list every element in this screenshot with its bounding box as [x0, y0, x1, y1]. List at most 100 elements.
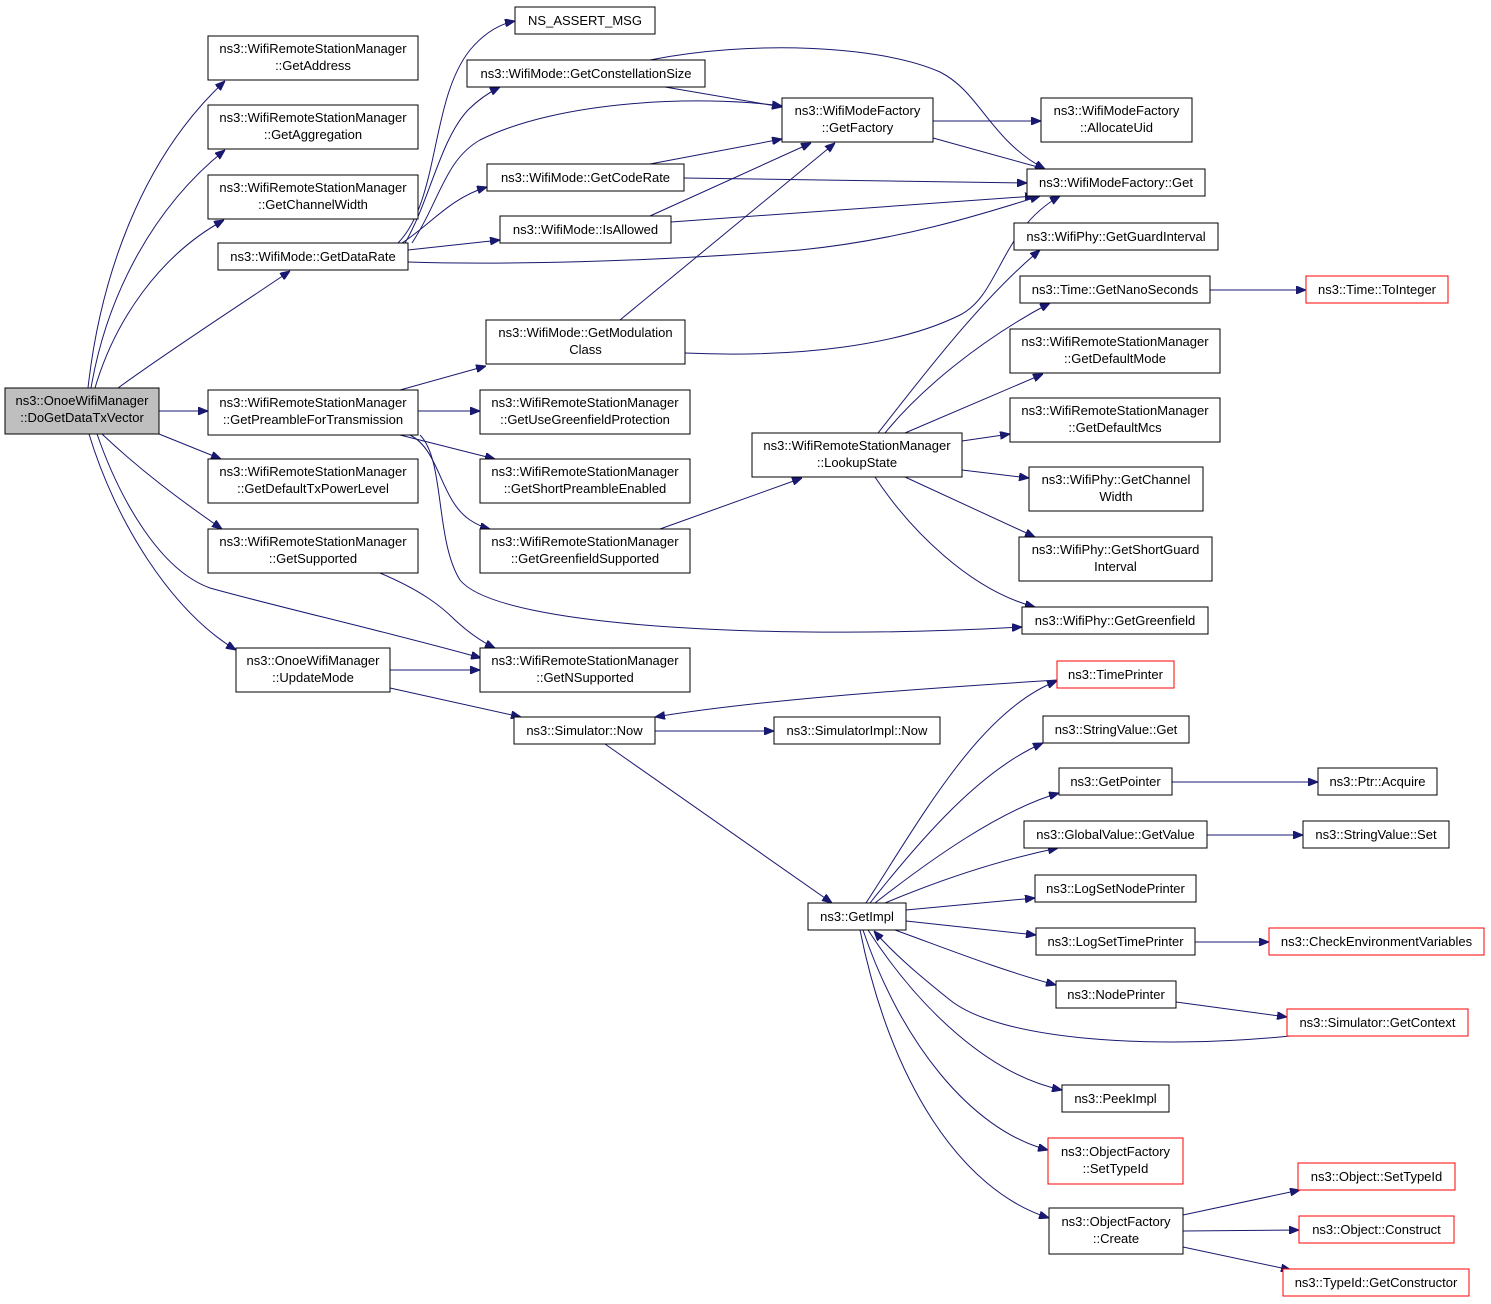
- node-label: ::DoGetDataTxVector: [20, 410, 144, 425]
- node-get-pointer[interactable]: ns3::GetPointer: [1058, 767, 1173, 796]
- node-label: ns3::GetPointer: [1070, 774, 1161, 789]
- node-get-default-mode[interactable]: ns3::WifiRemoteStationManager ::GetDefau…: [1009, 328, 1221, 374]
- node-object-factory-set-type-id[interactable]: ns3::ObjectFactory ::SetTypeId: [1047, 1137, 1184, 1185]
- node-get-use-greenfield-protection[interactable]: ns3::WifiRemoteStationManager ::GetUseGr…: [479, 389, 691, 435]
- edge-getdatarate-getconstellationsize: [404, 87, 500, 244]
- node-ns-assert-msg[interactable]: NS_ASSERT_MSG: [514, 6, 656, 35]
- edge-getimpl-nodeprinter: [894, 929, 1056, 985]
- edge-lookupstate-getguardinterval: [877, 250, 1040, 434]
- node-wifi-mode-factory-get[interactable]: ns3::WifiModeFactory::Get: [1026, 168, 1206, 197]
- node-label: ns3::Simulator::Now: [526, 723, 643, 738]
- node-label: ns3::PeekImpl: [1074, 1091, 1156, 1106]
- node-box: [486, 163, 685, 192]
- node-box: [1035, 927, 1196, 956]
- node-object-construct[interactable]: ns3::Object::Construct: [1298, 1215, 1455, 1244]
- node-node-printer[interactable]: ns3::NodePrinter: [1055, 980, 1177, 1009]
- node-label: ns3::WifiRemoteStationManager: [491, 464, 679, 479]
- node-peek-impl[interactable]: ns3::PeekImpl: [1061, 1084, 1170, 1113]
- node-get-short-preamble-enabled[interactable]: ns3::WifiRemoteStationManager ::GetShort…: [479, 458, 691, 504]
- node-object-set-type-id[interactable]: ns3::Object::SetTypeId: [1297, 1162, 1456, 1191]
- node-box: [1040, 97, 1193, 143]
- node-update-mode[interactable]: ns3::OnoeWifiManager ::UpdateMode: [235, 647, 391, 693]
- node-get-modulation-class[interactable]: ns3::WifiMode::GetModulation Class: [485, 319, 686, 365]
- node-get-default-mcs[interactable]: ns3::WifiRemoteStationManager ::GetDefau…: [1009, 397, 1221, 443]
- edge-getdatarate-wifimodefactoryget: [407, 196, 1040, 264]
- node-phy-get-channel-width[interactable]: ns3::WifiPhy::GetChannel Width: [1028, 466, 1204, 512]
- node-get-code-rate[interactable]: ns3::WifiMode::GetCodeRate: [486, 163, 685, 192]
- node-simulator-get-context[interactable]: ns3::Simulator::GetContext: [1286, 1008, 1469, 1037]
- node-get-address[interactable]: ns3::WifiRemoteStationManager ::GetAddre…: [207, 35, 419, 81]
- node-box: [773, 716, 941, 745]
- node-label: ns3::WifiModeFactory: [1054, 103, 1180, 118]
- node-label: ns3::WifiRemoteStationManager: [491, 653, 679, 668]
- node-box: [1021, 606, 1209, 635]
- node-label: ns3::StringValue::Set: [1315, 827, 1437, 842]
- node-box: [207, 174, 419, 220]
- node-object-factory-create[interactable]: ns3::ObjectFactory ::Create: [1048, 1207, 1184, 1255]
- node-get-greenfield[interactable]: ns3::WifiPhy::GetGreenfield: [1021, 606, 1209, 635]
- node-get-preamble-for-transmission[interactable]: ns3::WifiRemoteStationManager ::GetPream…: [207, 389, 419, 436]
- node-label: ns3::WifiRemoteStationManager: [219, 110, 407, 125]
- node-label: ::GetSupported: [269, 551, 357, 566]
- node-get-constellation-size[interactable]: ns3::WifiMode::GetConstellationSize: [466, 59, 706, 88]
- edge-getgreenfieldsupported-lookupstate: [659, 478, 802, 530]
- node-get-aggregation[interactable]: ns3::WifiRemoteStationManager ::GetAggre…: [207, 104, 419, 150]
- node-to-integer[interactable]: ns3::Time::ToInteger: [1305, 275, 1449, 304]
- node-get-data-rate[interactable]: ns3::WifiMode::GetDataRate: [217, 242, 409, 271]
- node-box: [479, 528, 691, 574]
- node-allocate-uid[interactable]: ns3::WifiModeFactory ::AllocateUid: [1040, 97, 1193, 143]
- node-box: [1009, 328, 1221, 374]
- edge-getconstellationsize-getfactory: [664, 86, 782, 107]
- node-box: [1047, 1137, 1184, 1185]
- node-box: [1286, 1008, 1469, 1037]
- node-label: ns3::WifiRemoteStationManager: [219, 395, 407, 410]
- node-box: [781, 97, 934, 143]
- node-simulator-impl-now[interactable]: ns3::SimulatorImpl::Now: [773, 716, 941, 745]
- node-get-short-guard-interval[interactable]: ns3::WifiPhy::GetShortGuard Interval: [1018, 536, 1213, 582]
- node-box: [1305, 275, 1449, 304]
- edge-getimpl-getpointer: [874, 793, 1059, 904]
- node-get-nano-seconds[interactable]: ns3::Time::GetNanoSeconds: [1019, 275, 1211, 304]
- node-string-value-set[interactable]: ns3::StringValue::Set: [1302, 820, 1450, 849]
- node-log-set-time-printer[interactable]: ns3::LogSetTimePrinter: [1035, 927, 1196, 956]
- node-label: ns3::WifiRemoteStationManager: [1021, 403, 1209, 418]
- node-get-n-supported[interactable]: ns3::WifiRemoteStationManager ::GetNSupp…: [479, 647, 691, 693]
- edge-dogetdatatxvector-getchannelwidth: [94, 220, 224, 389]
- node-get-greenfield-supported[interactable]: ns3::WifiRemoteStationManager ::GetGreen…: [479, 528, 691, 574]
- edge-getdatarate-nsassertmsg: [397, 21, 515, 244]
- node-label: Width: [1099, 489, 1132, 504]
- node-get-default-tx-power-level[interactable]: ns3::WifiRemoteStationManager ::GetDefau…: [207, 458, 419, 504]
- node-label: ::LookupState: [817, 455, 897, 470]
- node-simulator-now[interactable]: ns3::Simulator::Now: [513, 716, 656, 745]
- edge-isallowed-wifimodefactoryget: [670, 196, 1035, 223]
- node-check-environment-variables[interactable]: ns3::CheckEnvironmentVariables: [1268, 927, 1485, 956]
- node-label: ns3::WifiRemoteStationManager: [763, 438, 951, 453]
- node-label: ::GetGreenfieldSupported: [511, 551, 659, 566]
- node-label: ns3::TimePrinter: [1068, 667, 1164, 682]
- node-label: NS_ASSERT_MSG: [528, 13, 642, 28]
- node-type-id-get-constructor[interactable]: ns3::TypeId::GetConstructor: [1282, 1268, 1470, 1297]
- node-label: ns3::Time::GetNanoSeconds: [1032, 282, 1199, 297]
- node-get-factory[interactable]: ns3::WifiModeFactory ::GetFactory: [781, 97, 934, 143]
- edge-getpreamble-getshortpreambleenabled: [399, 434, 495, 459]
- node-time-printer[interactable]: ns3::TimePrinter: [1056, 660, 1175, 689]
- node-label: ns3::Object::SetTypeId: [1311, 1169, 1443, 1184]
- node-get-supported[interactable]: ns3::WifiRemoteStationManager ::GetSuppo…: [207, 528, 419, 574]
- node-get-guard-interval[interactable]: ns3::WifiPhy::GetGuardInterval: [1013, 222, 1219, 251]
- node-label: ::AllocateUid: [1080, 120, 1153, 135]
- node-get-channel-width[interactable]: ns3::WifiRemoteStationManager ::GetChann…: [207, 174, 419, 220]
- node-is-allowed[interactable]: ns3::WifiMode::IsAllowed: [499, 215, 672, 244]
- node-string-value-get[interactable]: ns3::StringValue::Get: [1042, 715, 1190, 744]
- node-log-set-node-printer[interactable]: ns3::LogSetNodePrinter: [1034, 874, 1197, 903]
- edge-getsupported-getnsupported: [379, 572, 495, 648]
- node-label: ns3::WifiPhy::GetChannel: [1042, 472, 1191, 487]
- node-lookup-state[interactable]: ns3::WifiRemoteStationManager ::LookupSt…: [751, 432, 963, 478]
- node-label: ::Create: [1093, 1231, 1139, 1246]
- node-box: [479, 647, 691, 693]
- node-get-impl[interactable]: ns3::GetImpl: [807, 902, 907, 931]
- node-label: ::GetDefaultMode: [1064, 351, 1166, 366]
- node-box: [4, 387, 160, 435]
- edge-lookupstate-getshortguardinterval: [904, 476, 1035, 537]
- node-ptr-acquire[interactable]: ns3::Ptr::Acquire: [1317, 767, 1438, 796]
- node-global-value-get-value[interactable]: ns3::GlobalValue::GetValue: [1023, 820, 1208, 849]
